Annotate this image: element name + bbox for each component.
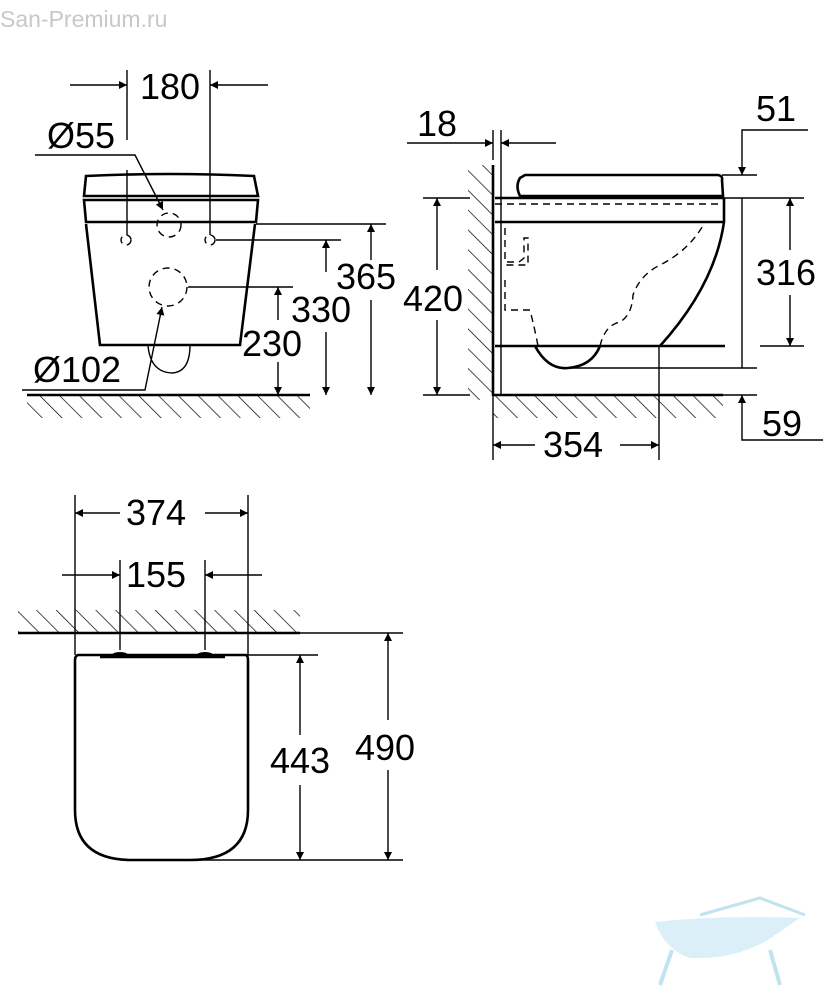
bathtub-logo — [655, 896, 806, 986]
dim-374: 374 — [126, 492, 186, 533]
dim-18: 18 — [417, 103, 457, 144]
hinge-left — [112, 652, 128, 658]
dim-316: 316 — [756, 252, 816, 293]
dim-443: 443 — [270, 740, 330, 781]
side-seat-lid — [516, 173, 725, 198]
rim — [82, 198, 260, 224]
seat-outline-top — [73, 653, 250, 862]
dim-490: 490 — [355, 727, 415, 768]
dim-59: 59 — [762, 403, 802, 444]
dim-420: 420 — [403, 278, 463, 319]
top-view: 374 155 443 490 — [18, 492, 415, 862]
wall-hatch-top — [18, 610, 300, 633]
dim-330: 330 — [291, 289, 351, 330]
floor-hatch — [27, 396, 310, 418]
dim-365: 365 — [336, 256, 396, 297]
dim-51: 51 — [756, 88, 796, 129]
dim-155: 155 — [126, 554, 186, 595]
dim-180: 180 — [140, 66, 200, 107]
seat-lid — [82, 172, 260, 198]
bowl-body — [84, 223, 257, 347]
side-view: 18 420 316 51 59 354 — [403, 88, 823, 465]
floor-hatch-side — [493, 396, 723, 418]
dim-outlet-diameter: Ø102 — [33, 349, 121, 390]
bolt-hole-left — [120, 234, 132, 246]
hinge-right — [197, 652, 213, 658]
watermark-text: San-Premium.ru — [0, 6, 167, 32]
outlet-circle — [148, 267, 188, 307]
bowl-bottom — [533, 345, 602, 370]
bolt-hole-right — [204, 234, 216, 246]
dim-230: 230 — [242, 323, 302, 364]
internal-channel-hidden — [504, 221, 706, 347]
outlet-spigot — [147, 344, 191, 374]
wall-hatch — [468, 165, 493, 400]
bowl-outer-curve — [659, 198, 726, 347]
inlet-circle — [156, 212, 182, 238]
dim-354: 354 — [543, 424, 603, 465]
front-view: 180 Ø55 Ø102 365 330 230 — [22, 66, 396, 418]
dim-inlet-diameter: Ø55 — [47, 115, 115, 156]
